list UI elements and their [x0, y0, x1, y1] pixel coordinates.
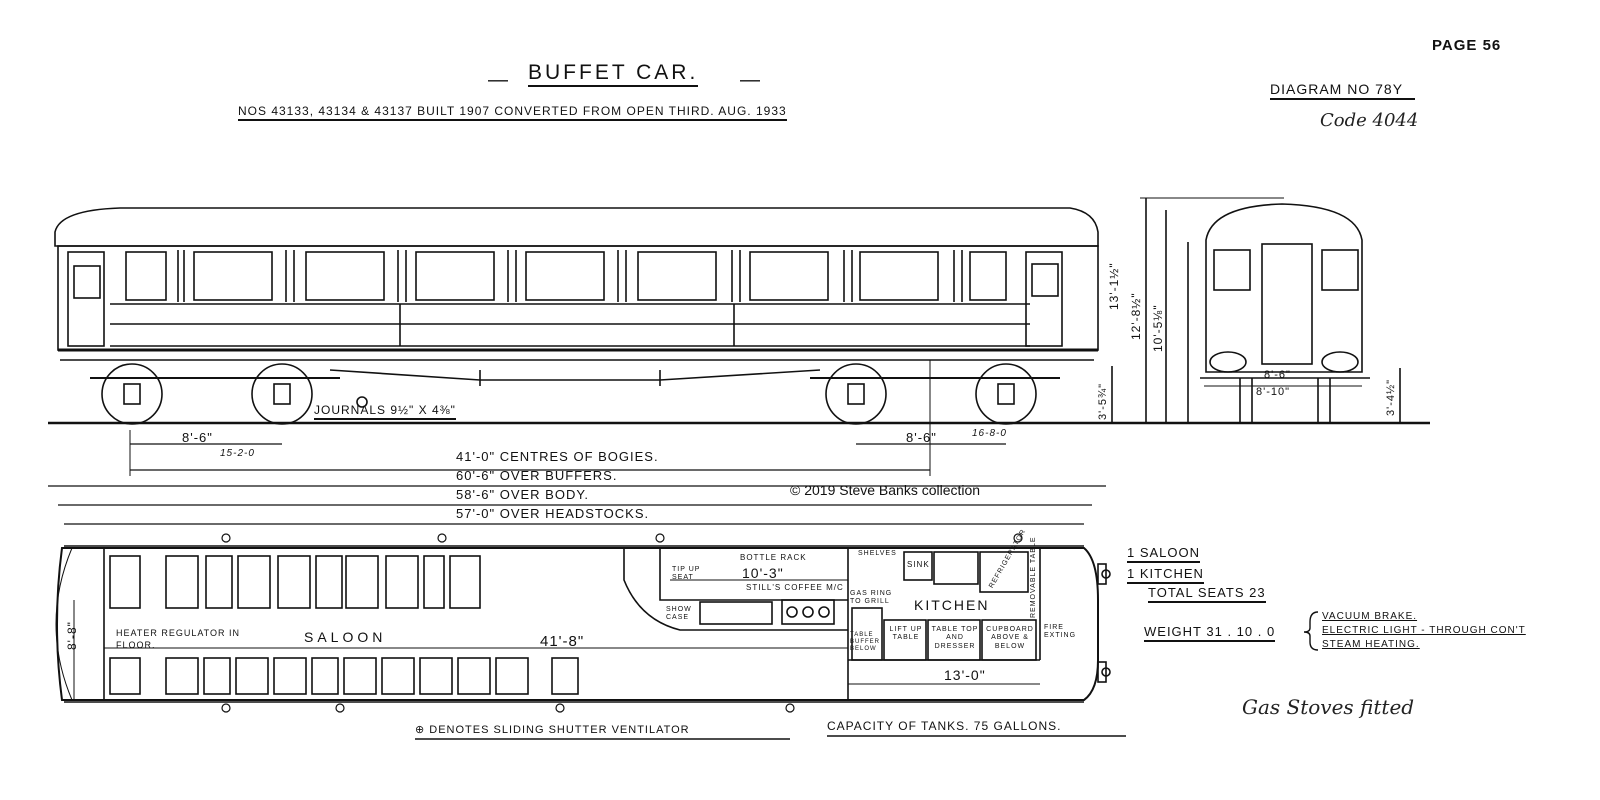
equipment-steam-heating: STEAM HEATING.	[1322, 639, 1420, 650]
kitchen-count: 1 KITCHEN	[1127, 567, 1204, 584]
total-seats: TOTAL SEATS 23	[1148, 586, 1266, 603]
height-floor: 3'-5¾"	[1097, 382, 1109, 420]
height-roof: 13'-1½"	[1107, 262, 1121, 310]
weight: WEIGHT 31 . 10 . 0	[1144, 625, 1276, 642]
show-case-label: SHOW CASE	[666, 606, 692, 622]
tank-capacity: CAPACITY OF TANKS. 75 GALLONS.	[827, 719, 1062, 733]
end-height: 3'-4½"	[1385, 378, 1397, 416]
copyright-notice: © 2019 Steve Banks collection	[790, 482, 981, 498]
seating-top	[109, 555, 481, 609]
sink-label: SINK	[907, 560, 930, 569]
signature-note: Gas Stoves fitted	[1242, 695, 1415, 719]
tip-up-seat-label: TIP UP SEAT	[672, 566, 701, 582]
over-buffers: 60'-6" OVER BUFFERS.	[456, 468, 618, 483]
heater-regulator-label: HEATER REGULATOR IN FLOOR.	[116, 628, 241, 650]
wheel	[101, 363, 163, 425]
over-headstocks: 57'-0" OVER HEADSTOCKS.	[456, 506, 650, 521]
kitchen-length: 13'-0"	[944, 667, 986, 683]
gas-ring-label: GAS RING TO GRILL	[850, 590, 893, 606]
plan-width: 8'-8"	[65, 621, 79, 650]
end-width-2: 8'-10"	[1256, 386, 1291, 398]
wheel	[975, 363, 1037, 425]
table-top-dresser-label: TABLE TOP AND DRESSER	[931, 626, 979, 650]
ventilator-markers	[221, 533, 1023, 713]
removable-table-label: REMOVABLE TABLE	[1030, 536, 1037, 618]
lift-up-table-label: LIFT UP TABLE	[889, 626, 923, 642]
code-note: Code 4044	[1320, 110, 1419, 131]
title-dash-left: —	[488, 69, 509, 91]
cupboard-label: CUPBOARD ABOVE & BELOW	[986, 626, 1034, 650]
body-side	[57, 245, 1099, 351]
kitchen-label: KITCHEN	[914, 597, 990, 613]
equipment-electric-light: ELECTRIC LIGHT - THROUGH CON'T	[1322, 625, 1526, 636]
drawing-subtitle: Nos 43133, 43134 & 43137 BUILT 1907 CONV…	[238, 105, 787, 121]
diagram-number: DIAGRAM No 78Y	[1270, 82, 1416, 100]
page-number: PAGE 56	[1432, 37, 1502, 54]
fire-extinguisher-label: FIRE EXTING	[1044, 624, 1077, 640]
bogie-note-right: 16-8-0	[972, 428, 1007, 439]
table-buffer-label: TABLE BUFFER BELOW	[850, 632, 880, 653]
bogie-wheelbase-right: 8'-6"	[906, 430, 937, 445]
shelves-label: SHELVES	[858, 550, 897, 557]
saloon-count: 1 SALOON	[1127, 546, 1201, 563]
plan-outline	[56, 547, 1099, 701]
wheel	[825, 363, 887, 425]
bogie-note-left: 15-2-0	[220, 448, 255, 459]
height-cornice: 12'-8½"	[1129, 292, 1143, 340]
wheel	[251, 363, 313, 425]
pantry-length: 10'-3"	[742, 565, 784, 581]
journals-label: JOURNALS 9½" x 4⅜"	[314, 404, 456, 420]
bottle-rack-label: BOTTLE RACK	[740, 553, 807, 562]
bogie-wheelbase-left: 8'-6"	[182, 430, 213, 445]
over-body: 58'-6" OVER BODY.	[456, 487, 589, 502]
end-width-1: 8'-6"	[1264, 369, 1291, 381]
centres-of-bogies: 41'-0" CENTRES OF BOGIES.	[456, 449, 659, 464]
roof-outline	[54, 207, 1099, 247]
stills-coffee-label: STILL'S COFFEE M/C	[746, 583, 844, 592]
saloon-label: SALOON	[304, 629, 387, 645]
ventilator-legend: ⊕ DENOTES SLIDING SHUTTER VENTILATOR	[415, 724, 690, 736]
height-waist: 10'-5⅛"	[1151, 304, 1165, 352]
saloon-length: 41'-8"	[540, 633, 585, 650]
equipment-vacuum-brake: VACUUM BRAKE.	[1322, 611, 1418, 622]
seating-bottom	[109, 657, 579, 695]
drawing-title: BUFFET CAR.	[528, 62, 699, 87]
title-dash-right: —	[740, 69, 761, 91]
end-view-outline	[1205, 203, 1363, 373]
